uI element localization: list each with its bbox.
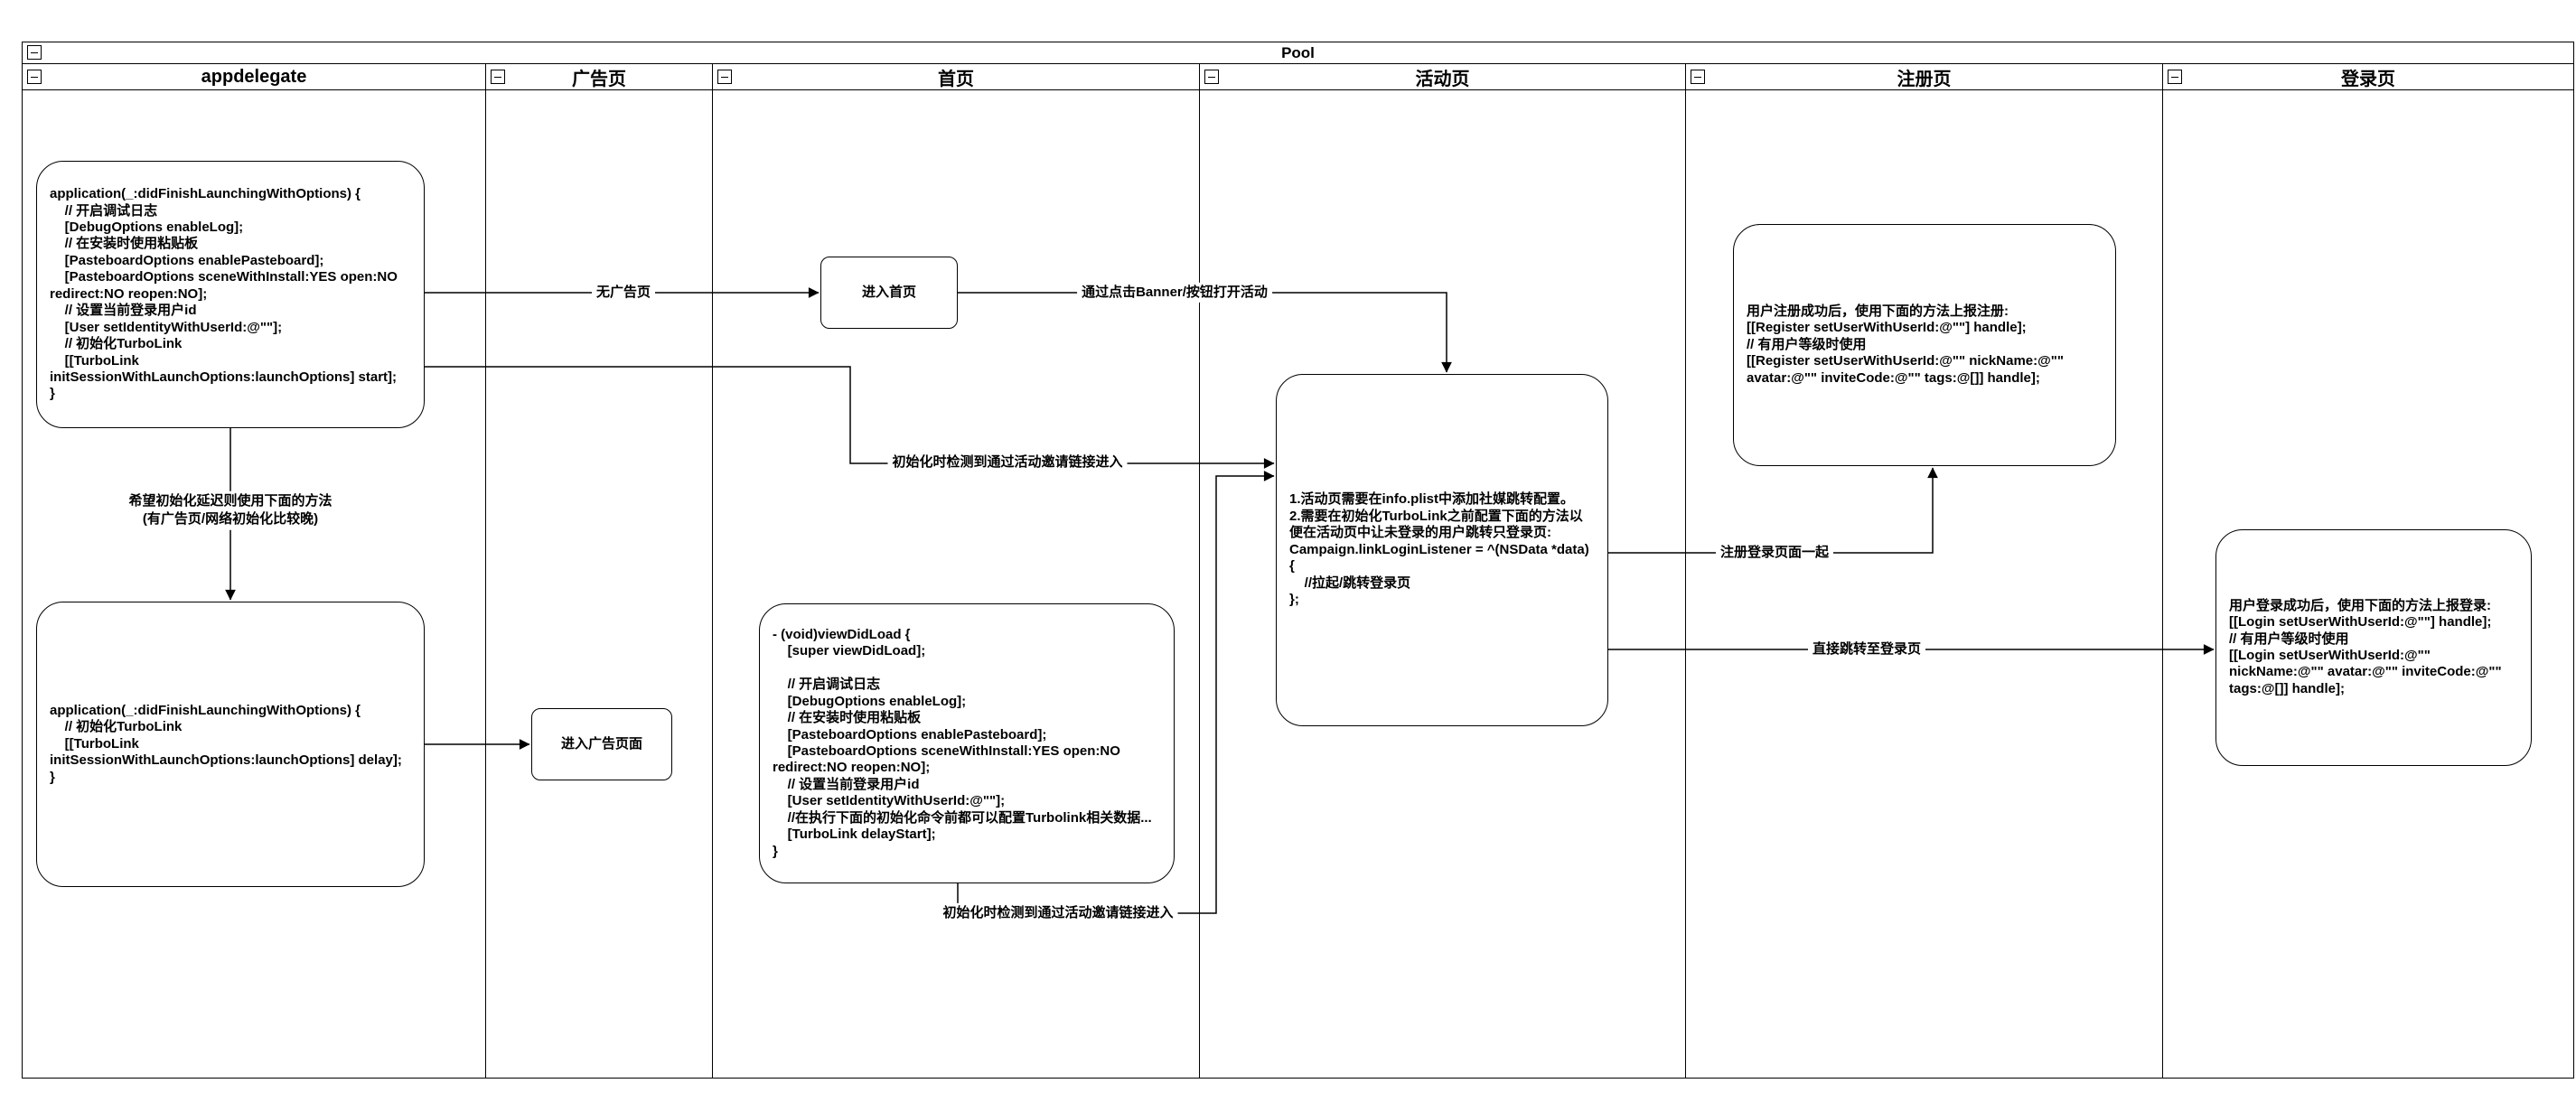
node-text: 1.活动页需要在info.plist中添加社媒跳转配置。 2.需要在初始化Tur… — [1289, 491, 1589, 608]
node-register-note[interactable]: 用户注册成功后，使用下面的方法上报注册: [[Register setUserW… — [1733, 224, 2116, 466]
lane-header-login-page[interactable]: 登录页 — [2163, 64, 2573, 90]
collapse-icon[interactable] — [1691, 70, 1705, 84]
lane-title: 活动页 — [1415, 69, 1470, 89]
lane-campaign-page: 活动页 — [1200, 64, 1686, 1078]
lane-header-register-page[interactable]: 注册页 — [1686, 64, 2162, 90]
lane-ad-page: 广告页 — [486, 64, 713, 1078]
edge-invite-link-top — [425, 366, 1275, 469]
edge-register-login-together — [1608, 467, 1938, 554]
lane-title: 登录页 — [2341, 69, 2395, 89]
lane-home-page: 首页 — [713, 64, 1200, 1078]
edge-label-jump-login: 直接跳转至登录页 — [1807, 639, 1926, 660]
collapse-icon[interactable] — [1204, 70, 1219, 84]
edge-open-campaign — [958, 292, 1452, 373]
edge-label-open-campaign: 通过点击Banner/按钮打开活动 — [1077, 282, 1272, 304]
lane-register-page: 注册页 — [1686, 64, 2163, 1078]
node-home-viewdidload[interactable]: - (void)viewDidLoad { [super viewDidLoad… — [759, 603, 1175, 883]
lane-row: appdelegate 广告页 首页 活动页 — [23, 64, 2573, 1078]
edge-label-invite-link-bottom: 初始化时检测到通过活动邀请链接进入 — [938, 902, 1178, 924]
node-enter-home[interactable]: 进入首页 — [820, 257, 958, 329]
node-text: application(_:didFinishLaunchingWithOpti… — [50, 186, 398, 402]
node-text: 用户注册成功后，使用下面的方法上报注册: [[Register setUserW… — [1747, 303, 2064, 386]
collapse-icon[interactable] — [27, 70, 42, 84]
node-campaign-note[interactable]: 1.活动页需要在info.plist中添加社媒跳转配置。 2.需要在初始化Tur… — [1276, 374, 1608, 726]
node-login-note[interactable]: 用户登录成功后，使用下面的方法上报登录: [[Login setUserWith… — [2215, 529, 2532, 766]
lane-header-ad-page[interactable]: 广告页 — [486, 64, 712, 90]
lane-appdelegate: appdelegate — [23, 64, 486, 1078]
edge-label-register-login-together: 注册登录页面一起 — [1715, 542, 1834, 564]
edge-label-invite-link-top: 初始化时检测到通过活动邀请链接进入 — [887, 452, 1128, 473]
node-text: 用户登录成功后，使用下面的方法上报登录: [[Login setUserWith… — [2229, 597, 2502, 696]
lane-title: 广告页 — [572, 69, 626, 89]
collapse-icon[interactable] — [27, 45, 42, 60]
collapse-icon[interactable] — [2168, 70, 2182, 84]
lane-login-page: 登录页 — [2163, 64, 2573, 1078]
pool-title: Pool — [1281, 43, 1315, 61]
lane-header-home-page[interactable]: 首页 — [713, 64, 1199, 90]
lane-header-campaign-page[interactable]: 活动页 — [1200, 64, 1685, 90]
collapse-icon[interactable] — [717, 70, 732, 84]
edge-label-no-ad: 无广告页 — [591, 282, 656, 304]
lane-title: 注册页 — [1897, 69, 1952, 89]
node-text: 进入首页 — [861, 284, 916, 300]
node-enter-ad-page[interactable]: 进入广告页面 — [531, 708, 672, 780]
node-appdelegate-delay[interactable]: application(_:didFinishLaunchingWithOpti… — [36, 602, 425, 887]
node-text: application(_:didFinishLaunchingWithOpti… — [50, 702, 402, 785]
lane-header-appdelegate[interactable]: appdelegate — [23, 64, 485, 90]
edge-label-delay-hint: 希望初始化延迟则使用下面的方法 (有广告页/网络初始化比较晚) — [124, 490, 337, 530]
collapse-icon[interactable] — [491, 70, 505, 84]
lane-title: appdelegate — [201, 66, 307, 87]
pool-header[interactable]: Pool — [23, 42, 2573, 64]
node-text: - (void)viewDidLoad { [super viewDidLoad… — [773, 626, 1152, 859]
node-appdelegate-start[interactable]: application(_:didFinishLaunchingWithOpti… — [36, 161, 425, 428]
lane-title: 首页 — [938, 69, 974, 89]
node-text: 进入广告页面 — [560, 735, 642, 752]
